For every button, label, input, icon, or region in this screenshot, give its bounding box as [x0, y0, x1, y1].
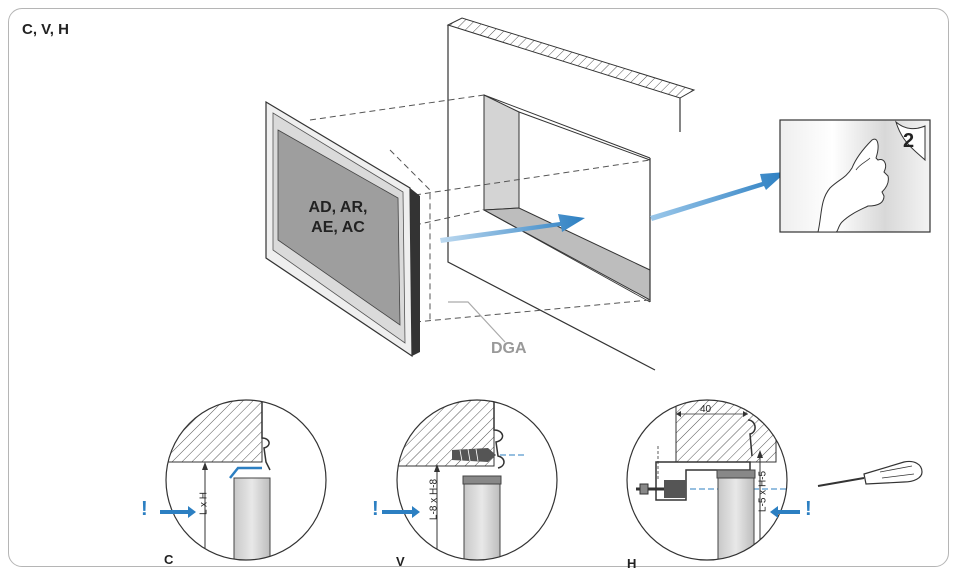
detail-c-label: C	[164, 552, 174, 567]
detail-c	[160, 399, 327, 561]
frame-codes-line2: AE, AC	[311, 219, 365, 236]
detail-v-warning: !	[372, 498, 379, 520]
press-inset	[779, 119, 931, 233]
screwdriver-icon	[817, 460, 923, 487]
detail-h-label: H	[627, 556, 637, 571]
detail-h-dimension: L-5 x H-5	[757, 470, 769, 513]
step-number: 2	[903, 130, 915, 152]
dga-label: DGA	[491, 340, 527, 357]
detail-h-width: 40	[700, 404, 712, 415]
detail-v-dimension: L-8 x H-8	[428, 478, 440, 521]
diagram-border	[8, 8, 949, 567]
detail-h	[626, 399, 800, 561]
insertion-arrow	[440, 214, 585, 243]
detail-c-warning: !	[141, 498, 148, 520]
frame-codes-line1: AD, AR,	[308, 199, 368, 216]
dga-leader	[448, 301, 506, 343]
frame-codes-label: AD, AR, AE, AC	[296, 198, 380, 238]
wall-with-opening	[446, 17, 696, 371]
frame-unit	[265, 100, 420, 358]
model-codes-title: C, V, H	[22, 21, 69, 38]
detail-arrow	[650, 172, 786, 221]
detail-c-dimension: L x H	[198, 492, 210, 515]
detail-v-label: V	[396, 554, 405, 569]
detail-v	[382, 399, 558, 561]
detail-h-warning: !	[805, 498, 812, 520]
projection-lines	[309, 94, 651, 323]
